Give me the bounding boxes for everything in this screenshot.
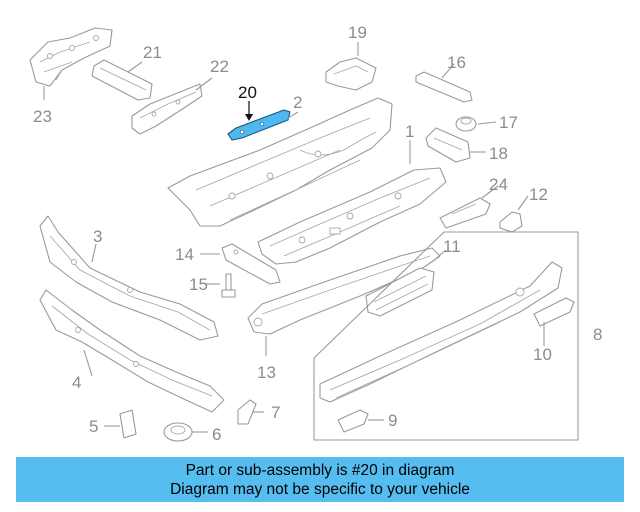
callout-13: 13 bbox=[257, 363, 276, 382]
callout-7: 7 bbox=[271, 403, 280, 422]
callout-15: 15 bbox=[189, 275, 208, 294]
part-18-drawing bbox=[425, 127, 471, 163]
callout-14: 14 bbox=[175, 245, 194, 264]
parts-diagram: 1 2 3 4 5 6 7 8 9 10 11 12 13 14 15 16 1… bbox=[29, 23, 602, 444]
part-14-drawing bbox=[221, 243, 281, 285]
callout-16: 16 bbox=[447, 53, 466, 72]
callout-3: 3 bbox=[93, 227, 102, 246]
part-6-drawing bbox=[163, 422, 193, 442]
part-7-drawing bbox=[237, 399, 257, 425]
caption-line-2: Diagram may not be specific to your vehi… bbox=[170, 481, 470, 498]
callout-10: 10 bbox=[533, 345, 552, 364]
callout-1: 1 bbox=[405, 122, 414, 141]
part-10-drawing bbox=[533, 297, 575, 327]
callout-20: 20 bbox=[238, 83, 257, 102]
callout-21: 21 bbox=[143, 43, 162, 62]
part-17-drawing bbox=[455, 116, 477, 132]
part-13-drawing bbox=[247, 247, 441, 335]
callout-2: 2 bbox=[293, 93, 302, 112]
callout-24: 24 bbox=[489, 175, 508, 194]
part-22-drawing bbox=[131, 83, 203, 135]
callout-4: 4 bbox=[72, 373, 81, 392]
part-21-drawing bbox=[91, 59, 153, 101]
callout-17: 17 bbox=[499, 113, 518, 132]
part-4-drawing bbox=[39, 289, 225, 413]
part-1-drawing bbox=[257, 167, 447, 265]
part-16-drawing bbox=[415, 71, 473, 103]
part-5-drawing bbox=[119, 409, 137, 439]
callout-11: 11 bbox=[443, 237, 461, 256]
part-24-drawing bbox=[439, 197, 491, 229]
callout-9: 9 bbox=[388, 411, 397, 430]
callout-18: 18 bbox=[489, 144, 508, 163]
part-8-box bbox=[313, 231, 579, 441]
part-20-drawing bbox=[227, 109, 291, 141]
callout-5: 5 bbox=[89, 417, 98, 436]
part-12-drawing bbox=[499, 211, 523, 233]
part-15-drawing bbox=[221, 273, 236, 298]
part-3-drawing bbox=[39, 215, 219, 341]
caption-line-1: Part or sub-assembly is #20 in diagram bbox=[185, 462, 455, 479]
part-19-drawing bbox=[325, 57, 377, 91]
callout-23: 23 bbox=[33, 107, 52, 126]
part-2-drawing bbox=[167, 97, 393, 227]
leader-lines bbox=[43, 42, 545, 433]
part-9-drawing bbox=[337, 409, 369, 433]
callout-6: 6 bbox=[212, 425, 221, 444]
callout-19: 19 bbox=[348, 23, 367, 42]
callout-12: 12 bbox=[529, 185, 548, 204]
part-11-drawing bbox=[365, 267, 435, 317]
caption-banner: Part or sub-assembly is #20 in diagram D… bbox=[16, 457, 624, 502]
callout-22: 22 bbox=[210, 57, 229, 76]
callout-8: 8 bbox=[593, 325, 602, 344]
part-8-drawing bbox=[319, 261, 563, 403]
part-23-drawing bbox=[29, 27, 113, 87]
